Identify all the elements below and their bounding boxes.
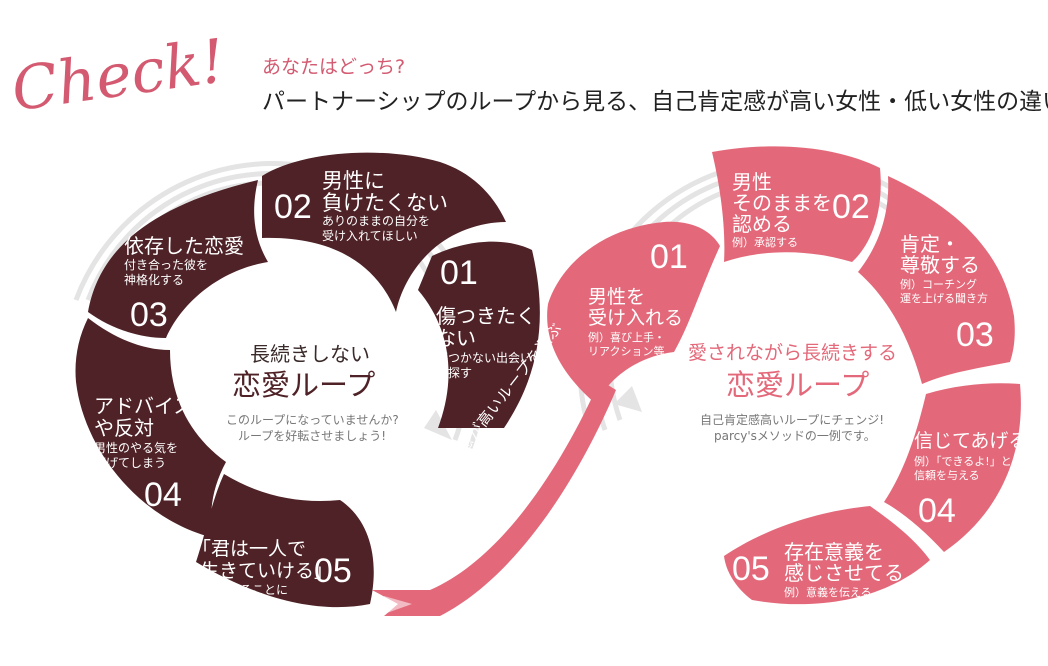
left-step-03-sub: 付き合った彼を	[124, 258, 209, 272]
connector-arrowhead	[384, 596, 412, 614]
left-step-02-number: 02	[274, 188, 312, 226]
left-step-05-title: 「君は一人で	[192, 538, 307, 560]
right-segment-04	[884, 383, 1021, 552]
right-center-note-2: parcy'sメソッドの一例です。	[714, 429, 876, 443]
right-step-01-sub-2: リアクション等	[588, 345, 665, 358]
right-center-big: 恋愛ループ	[726, 368, 870, 402]
right-step-04-number: 04	[918, 492, 956, 530]
right-step-05-title-2: 感じさせてる	[784, 561, 904, 585]
left-step-04-sub-2: 下げてしまう	[94, 456, 167, 470]
left-loop	[75, 152, 540, 608]
header-subtitle: パートナーシップのループから見る、自己肯定感が高い女性・低い女性の違い	[262, 89, 1048, 115]
right-step-02-number: 02	[832, 188, 870, 226]
right-step-04-title: 信じてあげる	[914, 430, 1028, 452]
right-step-01-title: 男性を	[588, 286, 646, 308]
left-step-01-number: 01	[440, 254, 478, 292]
left-step-03-number: 03	[130, 296, 168, 334]
right-step-04-sub: 例）「できるよ!」と	[914, 455, 1012, 468]
right-step-02-title-2: そのままを	[732, 191, 832, 215]
left-step-02-sub-2: 受け入れてほしい	[322, 229, 418, 243]
left-segment-01	[418, 241, 540, 428]
right-step-03-sub: 例）コーチング	[900, 278, 977, 291]
right-segment-03	[858, 176, 1015, 384]
left-step-02-sub: ありのままの自分を	[322, 214, 431, 228]
left-step-04-sub: 男性のやる気を	[94, 441, 179, 455]
left-step-04-title: アドバイス	[94, 394, 194, 418]
guide-arrowhead-left	[424, 410, 452, 440]
right-step-03-number: 03	[956, 316, 994, 354]
right-step-02-sub: 例）承認する	[732, 236, 798, 249]
left-center-top: 長続きしない	[250, 342, 370, 366]
left-segment-03	[88, 180, 268, 338]
right-step-03-title: 肯定・	[900, 232, 960, 256]
connector-band	[372, 380, 616, 616]
left-step-03-title: 依存した恋愛	[124, 234, 244, 258]
left-center-big: 恋愛ループ	[232, 368, 376, 402]
right-center-note-1: 自己肯定感高いループにチェンジ!	[700, 413, 885, 427]
right-step-05-number: 05	[732, 550, 770, 588]
left-step-04-number: 04	[144, 476, 182, 514]
left-segment-05	[196, 474, 374, 608]
header-question: あなたはどっち?	[262, 56, 406, 78]
right-step-03-sub-2: 運を上げる聞き方	[900, 292, 988, 305]
left-step-05-sub: と別れることに	[204, 583, 289, 597]
left-step-01-sub-2: を探す	[436, 366, 473, 380]
left-step-05-number: 05	[314, 552, 352, 590]
left-step-02-title-2: 負けたくない	[322, 191, 448, 215]
right-step-05-sub: 例）意義を伝える	[784, 586, 872, 599]
right-step-04-sub-2: 信頼を与える	[914, 469, 980, 482]
left-segment-04	[75, 318, 226, 538]
right-segment-01	[547, 221, 720, 404]
left-segment-02	[262, 152, 506, 312]
left-step-01-title-2: ない	[436, 326, 476, 350]
guide-arrowhead-right	[614, 386, 642, 412]
left-step-04-title-2: や反対	[94, 416, 154, 440]
left-center-note-2: ループを好転させましょう!	[238, 429, 387, 443]
right-segment-02	[712, 146, 881, 262]
left-step-05-title-2: 生きていける」	[200, 560, 334, 582]
left-center-note-1: このループになっていませんか?	[226, 413, 399, 427]
left-step-02-title: 男性に	[322, 169, 385, 193]
left-step-01-sub: 傷つかない出会い	[436, 351, 533, 365]
right-step-01-title-2: 受け入れる	[588, 307, 684, 329]
right-step-05-title: 存在意義を	[784, 540, 884, 564]
right-step-01-sub: 例）喜び上手・	[588, 331, 665, 344]
left-step-03-sub-2: 神格化する	[124, 273, 185, 287]
right-step-02-title: 男性	[732, 170, 772, 194]
right-step-01-number: 01	[650, 238, 688, 276]
right-step-03-title-2: 尊敬する	[900, 253, 980, 277]
left-step-01-title: 傷つきたく	[436, 304, 536, 328]
right-step-02-title-3: 認める	[732, 212, 792, 236]
right-center-top: 愛されながら長続きする	[688, 342, 898, 364]
right-segment-05	[724, 506, 930, 605]
right-loop	[547, 146, 1021, 605]
